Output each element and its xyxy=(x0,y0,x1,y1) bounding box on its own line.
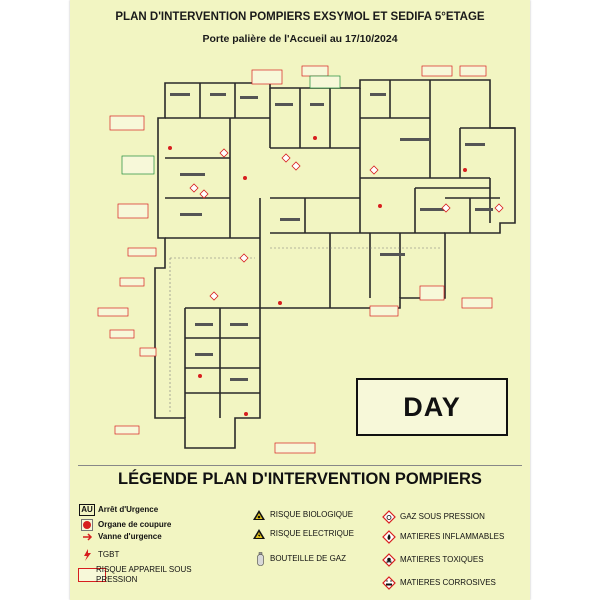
gas-pressure-diamond-icon xyxy=(382,510,396,524)
day-badge: DAY xyxy=(356,378,508,436)
legend-title: LÉGENDE PLAN D'INTERVENTION POMPIERS xyxy=(118,470,482,488)
legend-item-coupure: Organe de coupure xyxy=(80,518,171,532)
corrosive-diamond-icon xyxy=(382,576,396,590)
legend-item-gaz-pression: GAZ SOUS PRESSION xyxy=(382,510,485,524)
legend-item-pression: RISQUE APPAREIL SOUS PRESSION xyxy=(96,565,192,584)
au-box-icon: AU xyxy=(79,504,95,516)
legend-item-arret: AU Arrêt d'Urgence xyxy=(79,503,158,517)
day-badge-text: DAY xyxy=(403,391,461,422)
legend-item-vanne: Vanne d'urgence xyxy=(80,530,162,544)
legend-item-tgbt: TGBT xyxy=(80,548,119,562)
red-arrow-icon xyxy=(80,530,94,544)
lightning-icon xyxy=(80,548,94,562)
legend-item-inflammables: MATIERES INFLAMMABLES xyxy=(382,530,504,544)
pressure-label-icon xyxy=(78,568,106,582)
legend-divider xyxy=(78,465,522,466)
plan-subtitle: Porte palière de l'Accueil au 17/10/2024 xyxy=(202,33,398,45)
gas-bottle-icon xyxy=(252,552,266,566)
plan-title: PLAN D'INTERVENTION POMPIERS EXSYMOL ET … xyxy=(115,11,485,23)
flammable-diamond-icon xyxy=(382,530,396,544)
legend-item-bio: RISQUE BIOLOGIQUE xyxy=(252,508,353,522)
legend-item-corrosives: MATIERES CORROSIVES xyxy=(382,576,496,590)
electric-triangle-icon xyxy=(252,527,266,541)
legend-item-elec: RISQUE ELECTRIQUE xyxy=(252,527,354,541)
floor-plan xyxy=(97,65,516,454)
legend-item-gaz: BOUTEILLE DE GAZ xyxy=(252,552,346,566)
evacuation-plan-sheet: PLAN D'INTERVENTION POMPIERS EXSYMOL ET … xyxy=(70,0,530,600)
red-dot-icon xyxy=(80,518,94,532)
toxic-diamond-icon xyxy=(382,553,396,567)
biohazard-triangle-icon xyxy=(252,508,266,522)
legend-item-toxiques: MATIERES TOXIQUES xyxy=(382,553,484,567)
